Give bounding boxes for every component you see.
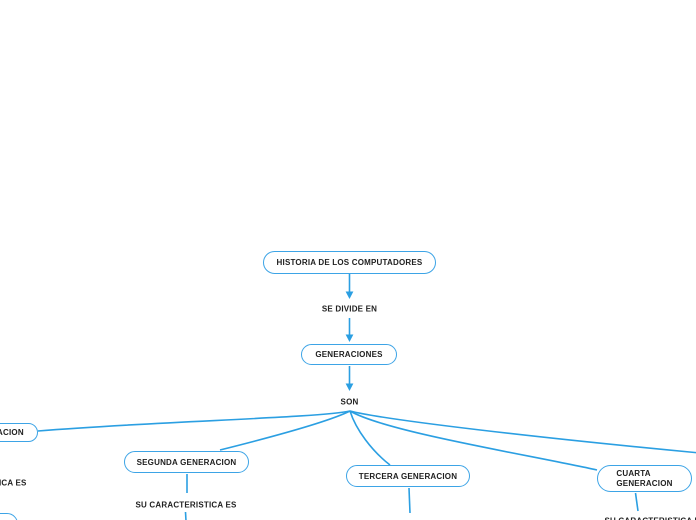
label-caracteristica-segunda[interactable]: SU CARACTERISTICA ES (135, 500, 237, 510)
connector-son-to-offscreen-right (349, 410, 696, 454)
node-primera-generacion[interactable]: PRIMERA GENERACION (0, 423, 38, 442)
connector-segunda-label-down (184, 511, 187, 520)
connector-cuarta-to-label (634, 492, 639, 512)
arrowhead-root-to-divide (345, 291, 354, 299)
connector-son-to-segunda (219, 410, 351, 451)
label-son[interactable]: SON (340, 397, 359, 407)
node-generaciones[interactable]: GENERACIONES (301, 344, 397, 365)
arrowhead-divide-to-generaciones (345, 334, 354, 342)
label-caracteristica-cuarta[interactable]: SU CARACTERISTICA ES (604, 517, 696, 520)
node-segunda-generacion[interactable]: SEGUNDA GENERACION (124, 451, 249, 473)
connector-son-to-tercera (349, 410, 391, 466)
connector-son-to-primera (37, 410, 351, 432)
label-caracteristica-primera[interactable]: SU CARACTERISTICA ES (0, 478, 27, 488)
connector-tercera-down (408, 487, 411, 514)
node-cuarta-generacion[interactable]: CUARTA GENERACION (597, 465, 692, 492)
connector-son-to-cuarta (349, 410, 598, 471)
arrowhead-generaciones-to-son (345, 383, 354, 391)
node-tercera-generacion[interactable]: TERCERA GENERACION (346, 465, 470, 487)
node-root[interactable]: HISTORIA DE LOS COMPUTADORES (263, 251, 436, 274)
label-se-divide-en[interactable]: SE DIVIDE EN (321, 304, 378, 314)
